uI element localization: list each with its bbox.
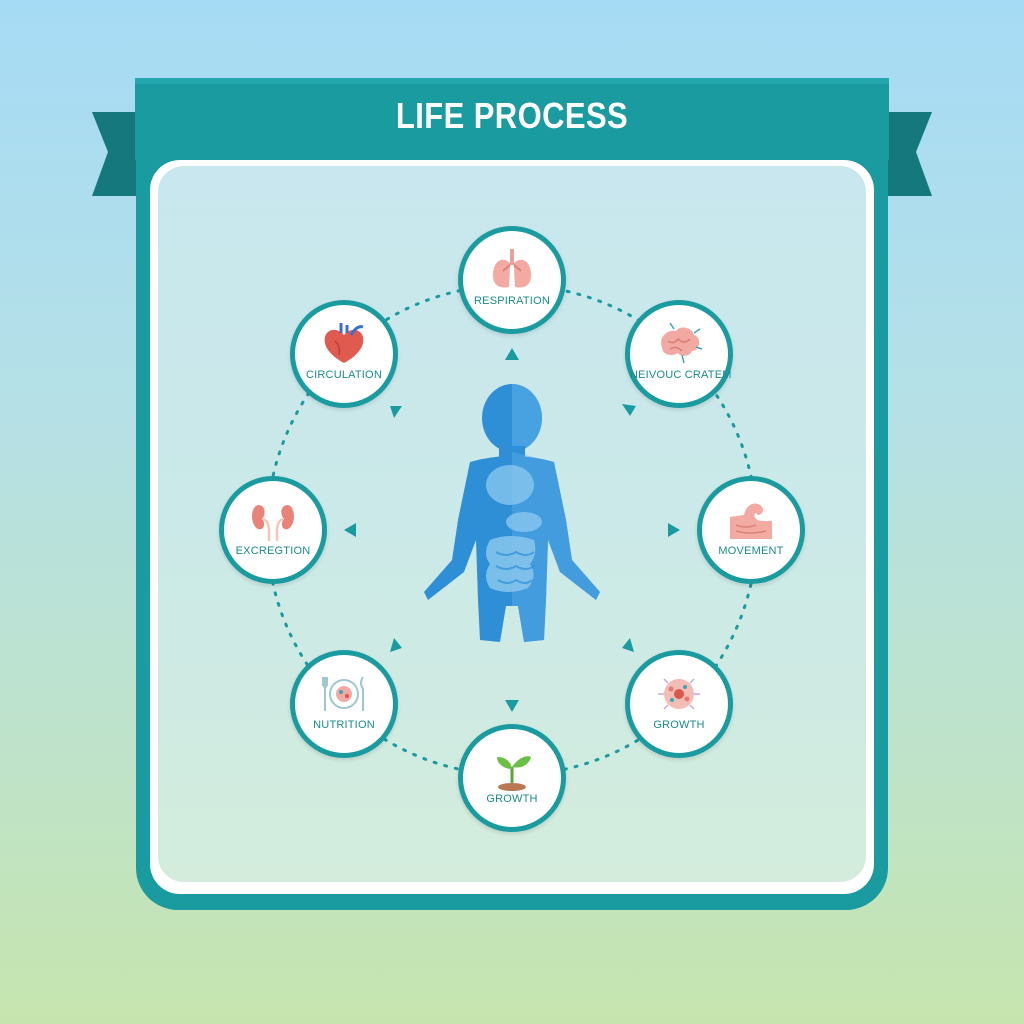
arrow-lower-left	[390, 638, 402, 652]
arrow-lower-right	[622, 638, 634, 652]
sprout-icon	[497, 756, 531, 791]
arrow-right	[668, 523, 680, 537]
node-label-circulation: CIRCULATION	[306, 369, 382, 381]
human-body-figure	[424, 384, 600, 642]
muscle-icon	[730, 503, 772, 539]
plate-icon	[322, 676, 364, 711]
arrow-left	[344, 523, 356, 537]
node-growth-plant[interactable]: GROWTH	[458, 724, 566, 832]
lungs-icon	[493, 249, 531, 288]
node-growth-cell[interactable]: GROWTH	[625, 650, 733, 758]
kidneys-icon	[252, 505, 294, 541]
node-label-nutrition: NUTRITION	[313, 719, 375, 731]
node-label-nervous-system: NEIVOUC CRATEM	[630, 369, 732, 381]
node-label-movement: MOVEMENT	[718, 545, 784, 557]
node-label-growth-plant: GROWTH	[486, 793, 538, 805]
brain-icon	[661, 322, 703, 364]
node-movement[interactable]: MOVEMENT	[697, 476, 805, 584]
node-label-excretion: EXCREGTION	[235, 545, 311, 557]
cell-icon	[658, 678, 700, 710]
page-title: LIFE PROCESS	[395, 95, 629, 136]
arrow-upper-right	[622, 404, 636, 416]
node-label-respiration: RESPIRATION	[474, 295, 550, 307]
arrow-down	[505, 700, 519, 712]
heart-icon	[324, 323, 364, 363]
title-banner	[135, 78, 889, 160]
node-nutrition[interactable]: NUTRITION	[290, 650, 398, 758]
node-respiration[interactable]: RESPIRATION	[458, 226, 566, 334]
node-excretion[interactable]: EXCREGTION	[219, 476, 327, 584]
node-nervous-system[interactable]: NEIVOUC CRATEM	[625, 300, 733, 408]
node-label-growth-cell: GROWTH	[653, 719, 705, 731]
arrow-up	[505, 348, 519, 360]
arrow-upper-left	[390, 406, 402, 418]
node-circulation[interactable]: CIRCULATION	[290, 300, 398, 408]
cycle-arrows	[344, 348, 680, 712]
